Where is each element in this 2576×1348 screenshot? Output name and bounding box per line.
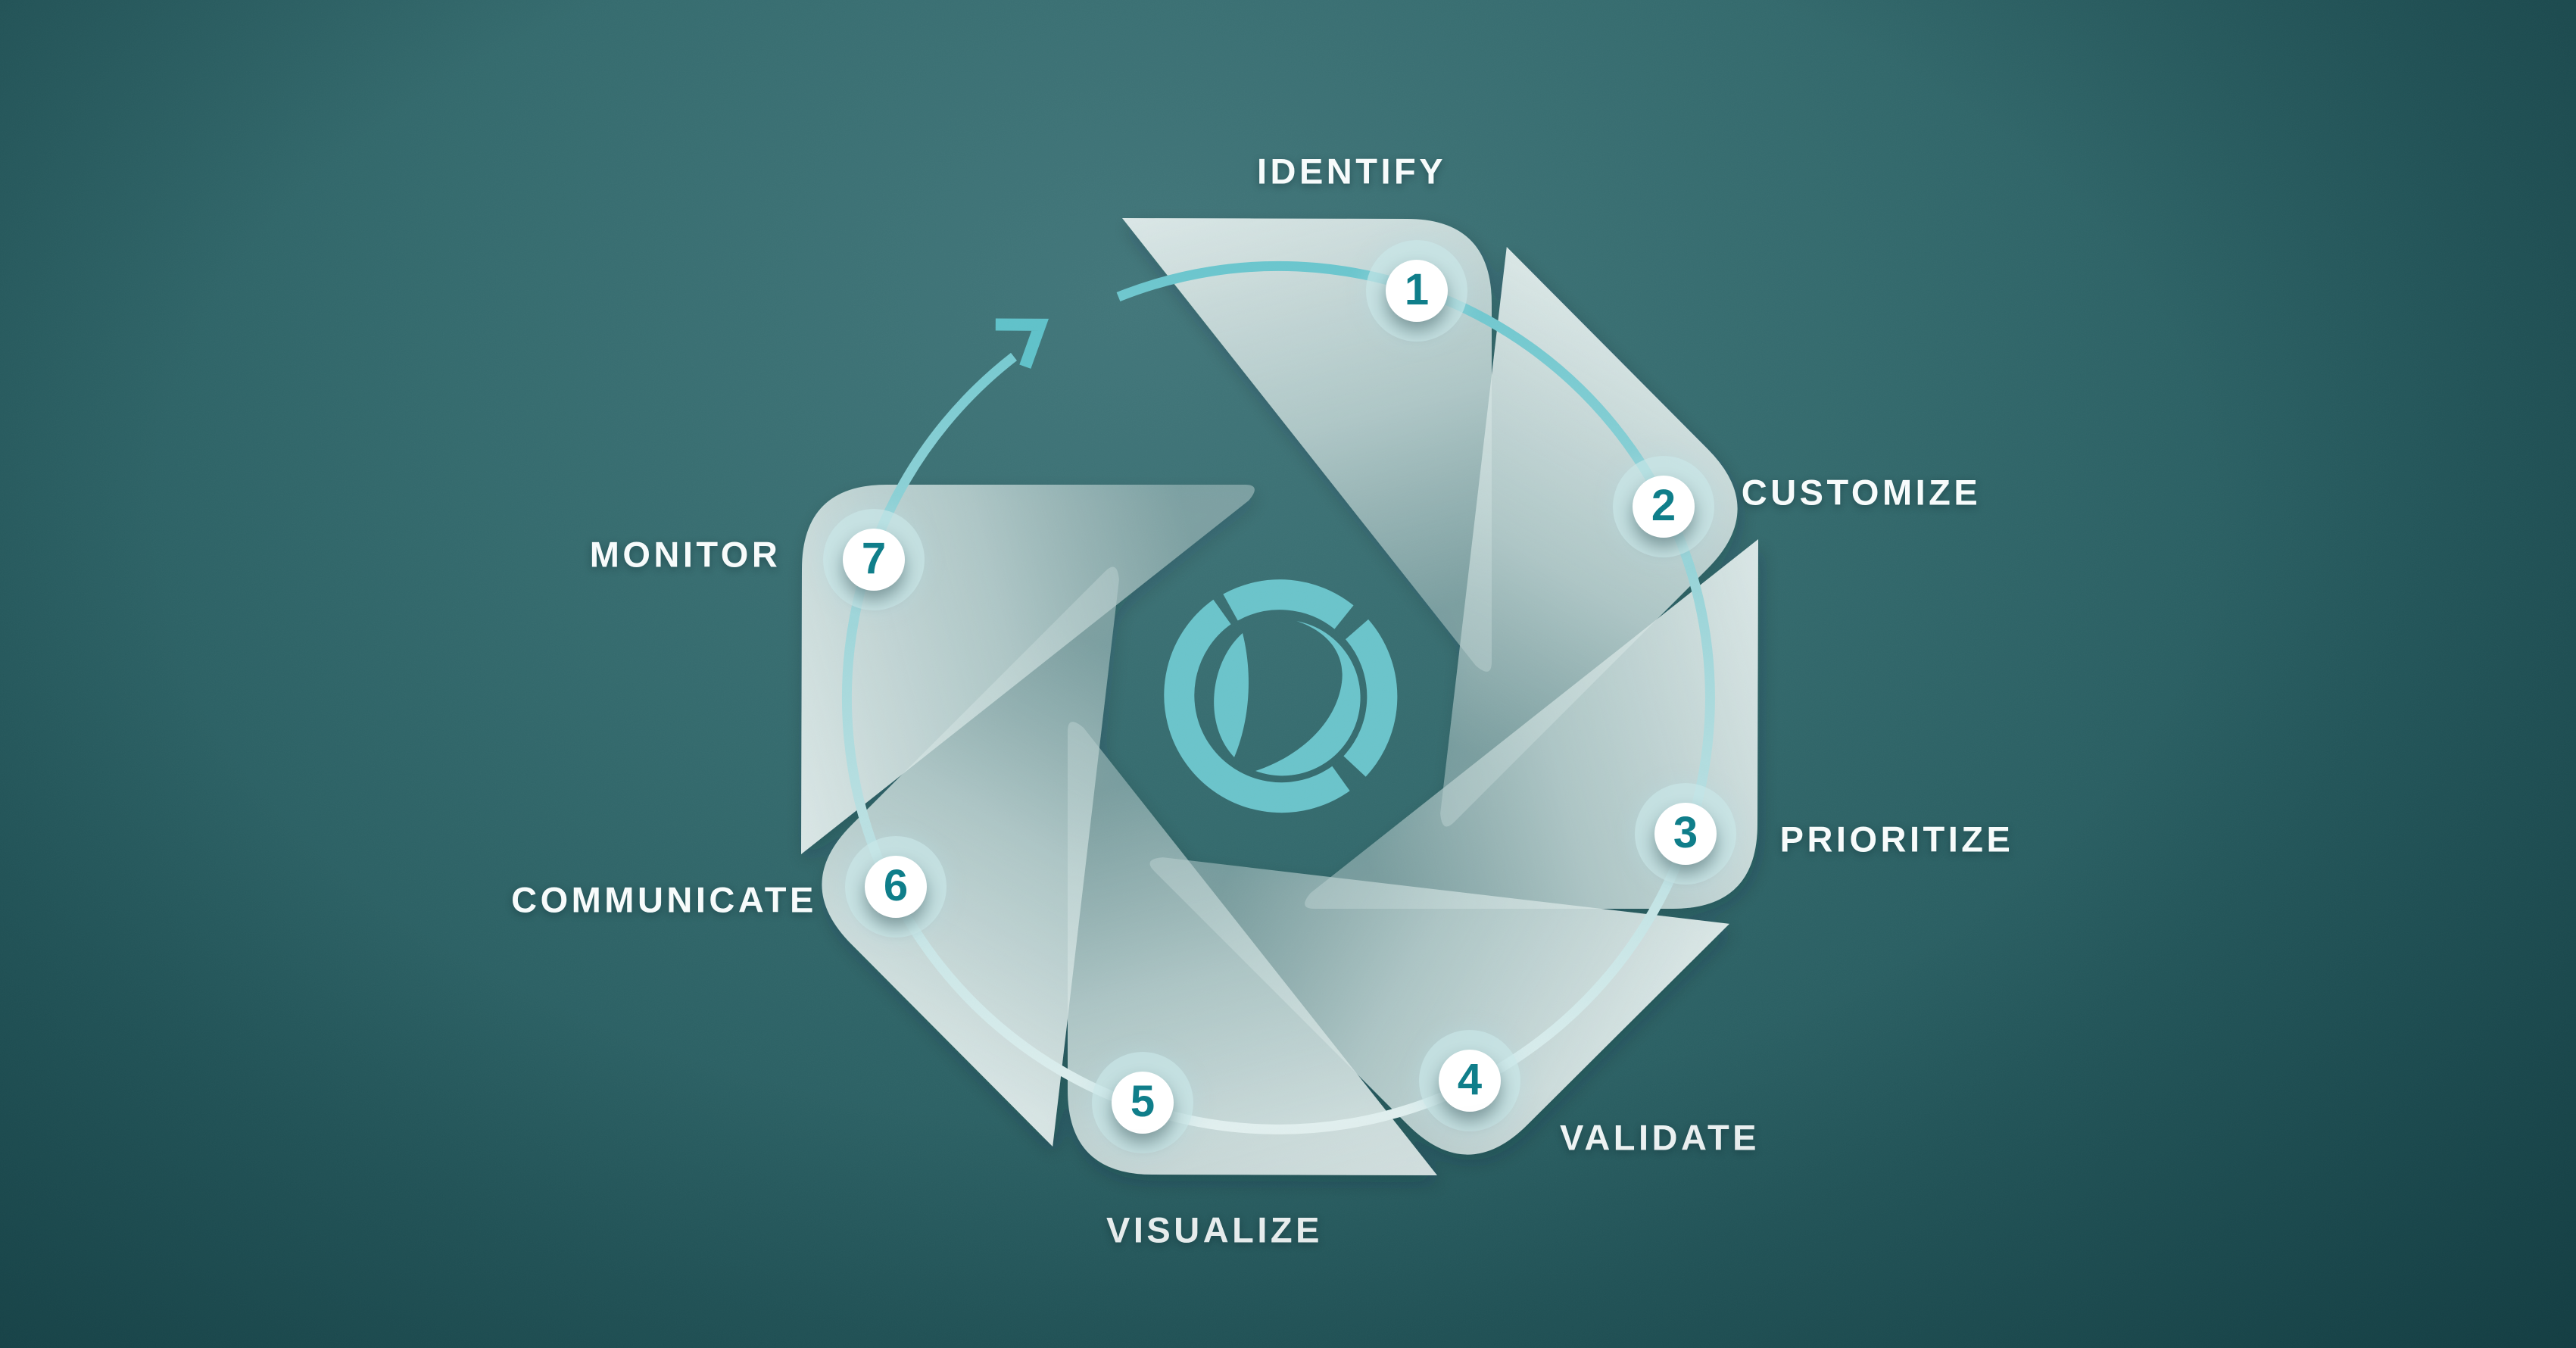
step-label-monitor: MONITOR: [589, 534, 781, 575]
step-number: 4: [1457, 1055, 1483, 1104]
step-marker-1: 1: [1366, 240, 1467, 342]
step-number: 2: [1651, 481, 1676, 530]
step-label-customize: CUSTOMIZE: [1741, 472, 1982, 513]
step-number-circle: 5: [1112, 1072, 1174, 1134]
step-marker-6: 6: [845, 836, 947, 938]
step-number-circle: 7: [843, 529, 905, 591]
step-number: 6: [883, 861, 909, 910]
step-label-identify: IDENTIFY: [1256, 151, 1447, 192]
step-marker-2: 2: [1613, 456, 1714, 557]
step-marker-3: 3: [1635, 783, 1736, 885]
step-marker-5: 5: [1092, 1052, 1193, 1153]
step-label-visualize: VISUALIZE: [1106, 1209, 1323, 1250]
step-label-communicate: COMMUNICATE: [511, 879, 817, 920]
step-number-circle: 2: [1633, 476, 1695, 538]
step-label-prioritize: PRIORITIZE: [1779, 819, 2014, 860]
step-label-validate: VALIDATE: [1559, 1117, 1760, 1158]
step-marker-7: 7: [823, 509, 925, 610]
step-number: 1: [1404, 265, 1430, 314]
step-number-circle: 6: [865, 856, 927, 918]
step-marker-4: 4: [1419, 1030, 1520, 1131]
step-number-circle: 4: [1439, 1050, 1501, 1112]
step-number: 3: [1673, 808, 1698, 857]
step-number: 5: [1130, 1077, 1155, 1126]
step-number: 7: [861, 534, 887, 583]
step-number-circle: 3: [1654, 803, 1717, 865]
step-number-circle: 1: [1386, 260, 1448, 322]
